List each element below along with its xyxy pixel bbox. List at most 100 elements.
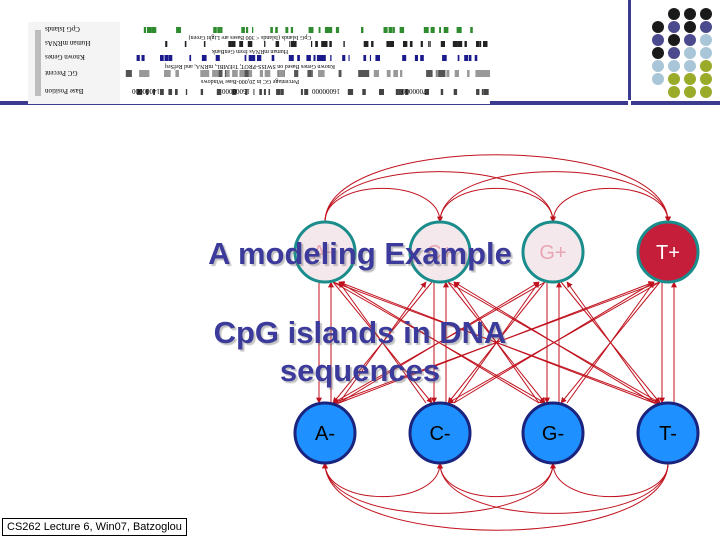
browser-track-mark (464, 55, 469, 61)
browser-track-mark (387, 70, 391, 77)
browser-track-mark (239, 70, 245, 77)
browser-track-mark (185, 89, 188, 95)
browser-track-mark (363, 55, 367, 61)
browser-track-mark (470, 27, 473, 33)
browser-track-mark (244, 55, 247, 61)
browser-track-mark (484, 70, 489, 77)
edge-bottom-arc (322, 462, 669, 531)
browser-track-mark (343, 41, 345, 47)
browser-track-mark (297, 55, 300, 61)
browser-track-mark (393, 70, 398, 77)
browser-track-mark (136, 89, 142, 95)
browser-row-label: Human mRNAs (45, 39, 91, 47)
browser-track-mark (481, 89, 484, 95)
browser-track-mark (440, 41, 445, 47)
browser-tick-label: 17000000 (402, 87, 431, 95)
browser-track-mark (423, 27, 429, 33)
browser-track-mark (446, 27, 449, 33)
browser-track-mark (399, 27, 405, 33)
browser-track-mark (275, 27, 278, 33)
browser-track-caption: Percentage GC in 20,000-Base Windows (200, 78, 299, 84)
browser-track-mark (324, 27, 328, 33)
browser-track-mark (373, 70, 379, 77)
browser-track-mark (252, 55, 256, 61)
browser-track-mark (457, 55, 460, 61)
node-minus-3: T- (636, 401, 700, 465)
browser-track-mark (428, 70, 430, 77)
browser-track-mark (440, 89, 444, 95)
browser-track-mark (304, 89, 309, 95)
browser-track-mark (313, 55, 316, 61)
browser-track-mark (136, 55, 140, 61)
browser-track-mark (478, 70, 484, 77)
node-plus-2: G+ (521, 220, 585, 284)
browser-track-mark (310, 70, 313, 77)
browser-track-mark (175, 89, 178, 95)
browser-row-label: Known Genes (45, 53, 85, 61)
browser-track-mark (300, 89, 303, 95)
browser-track-mark (294, 70, 299, 77)
browser-track-mark (168, 55, 173, 61)
browser-track-mark (221, 27, 223, 33)
browser-track-mark (315, 41, 318, 47)
browser-track-mark (442, 70, 446, 77)
browser-track-mark (164, 55, 169, 61)
browser-track-mark (438, 70, 445, 77)
decorative-dot (668, 8, 680, 20)
node-minus-0: A- (293, 401, 357, 465)
browser-track-mark (285, 27, 289, 33)
browser-track-mark (430, 27, 435, 33)
browser-track-mark (446, 70, 450, 77)
browser-tick-label: 14000000 (132, 87, 161, 95)
browser-track-mark (458, 41, 461, 47)
browser-track-mark (310, 27, 314, 33)
browser-track-mark (168, 89, 173, 95)
decorative-dot (700, 47, 712, 59)
browser-track-mark (363, 41, 369, 47)
browser-track-mark (160, 89, 164, 95)
browser-track-mark (257, 55, 262, 61)
decorative-dot (652, 21, 664, 33)
browser-track-mark (151, 27, 157, 33)
browser-track-caption: Human mRNAs from GenBank (212, 48, 288, 55)
browser-track-mark (271, 55, 275, 61)
browser-track-mark (231, 41, 236, 47)
edge-top-arc (439, 188, 556, 223)
browser-track-mark (213, 27, 217, 33)
browser-track-mark (400, 70, 402, 77)
node-label: A- (315, 423, 335, 445)
node-label: T- (659, 423, 677, 445)
decorative-dot (700, 73, 712, 85)
browser-track-mark (388, 27, 393, 33)
browser-track-mark (439, 27, 441, 33)
browser-track-mark (146, 89, 149, 95)
decorative-dot (684, 60, 696, 72)
edge-up (338, 281, 655, 404)
browser-track-mark (275, 41, 279, 47)
decorative-dot (668, 34, 680, 46)
browser-track-mark (235, 89, 237, 95)
browser-track-mark (395, 89, 399, 95)
decorative-dot (668, 21, 680, 33)
browser-track-mark (204, 70, 210, 77)
browser-track-mark (125, 70, 132, 77)
browser-track-mark (239, 41, 244, 47)
browser-track-mark (483, 89, 489, 95)
browser-track-mark (436, 70, 439, 77)
browser-track-mark (160, 55, 164, 61)
browser-track-mark (276, 89, 281, 95)
browser-track-mark (228, 41, 232, 47)
decorative-dot (700, 21, 712, 33)
node-label: G- (542, 423, 564, 445)
browser-track-mark (483, 89, 485, 95)
edge-up (338, 281, 540, 404)
browser-track-mark (369, 55, 371, 61)
browser-track-mark (468, 55, 472, 61)
browser-row-label: Base Position (45, 87, 84, 95)
browser-track-mark (371, 41, 374, 47)
browser-track-mark (217, 27, 221, 33)
browser-track-mark (316, 55, 322, 61)
footer-caption: CS262 Lecture 6, Win07, Batzoglou (2, 518, 187, 536)
decorative-dot (684, 8, 696, 20)
